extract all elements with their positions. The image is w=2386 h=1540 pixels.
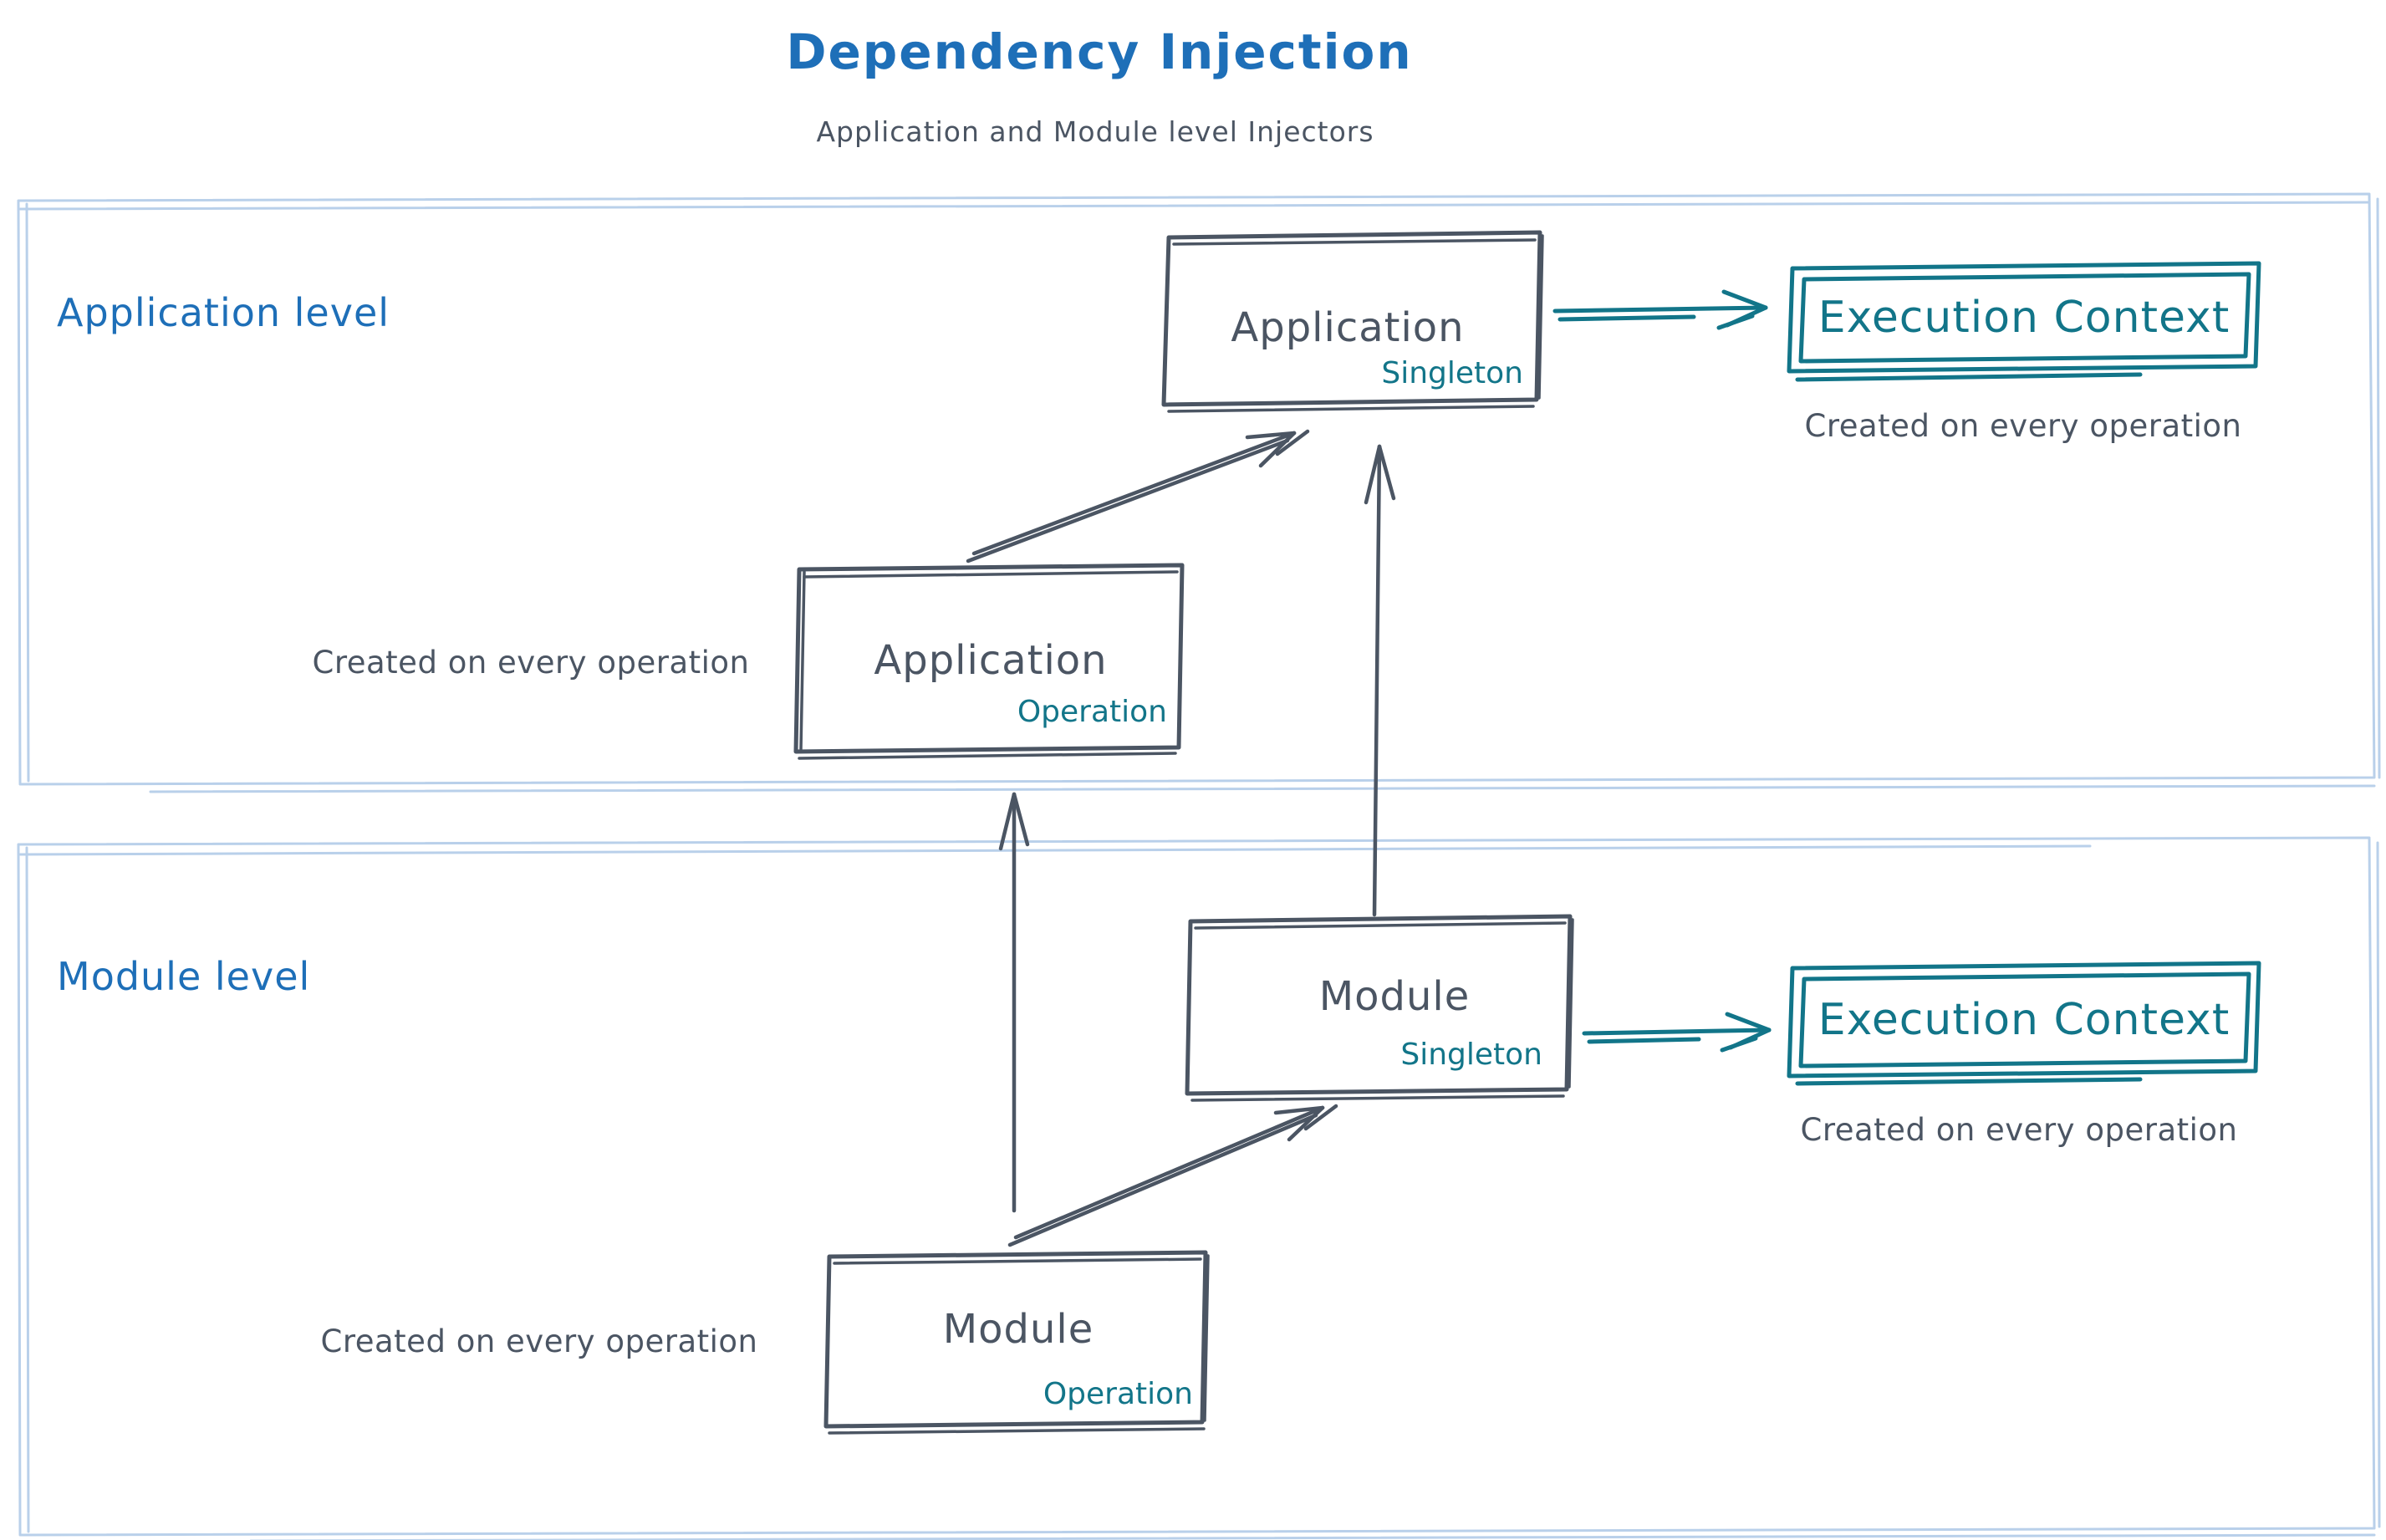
module-singleton-scope: Singleton — [1400, 1038, 1542, 1072]
application-execution-context-note: Created on every operation — [1804, 408, 2242, 444]
arrow-module-singleton-to-execution-context-icon — [1582, 1012, 1772, 1053]
arrow-application-singleton-to-execution-context-icon — [1552, 289, 1768, 330]
application-singleton-title: Application — [1231, 304, 1465, 351]
module-singleton-title: Module — [1318, 973, 1471, 1020]
application-level-label: Application level — [57, 290, 390, 335]
application-level-panel-border — [17, 192, 2381, 793]
page-subtitle: Application and Module level Injectors — [816, 115, 1374, 148]
application-operation-title: Application — [874, 637, 1108, 684]
application-singleton-scope: Singleton — [1381, 356, 1523, 390]
arrow-module-singleton-to-application-singleton-icon — [1364, 444, 1396, 917]
module-execution-context-note: Created on every operation — [1800, 1112, 2238, 1148]
module-execution-context-title: Execution Context — [1818, 995, 2231, 1045]
application-operation-scope: Operation — [1017, 695, 1167, 729]
arrow-module-operation-to-application-operation-icon — [998, 792, 1030, 1213]
page-title: Dependency Injection — [786, 23, 1413, 80]
module-level-panel-border — [17, 836, 2381, 1540]
application-operation-note: Created on every operation — [312, 645, 750, 681]
module-operation-scope: Operation — [1043, 1377, 1193, 1411]
module-operation-title: Module — [942, 1306, 1094, 1353]
module-operation-note: Created on every operation — [320, 1323, 758, 1359]
application-execution-context-title: Execution Context — [1818, 293, 2231, 343]
module-level-label: Module level — [57, 954, 311, 999]
arrow-application-operation-to-application-singleton-icon — [966, 429, 1310, 563]
arrow-module-operation-to-module-singleton-icon — [1007, 1104, 1338, 1247]
